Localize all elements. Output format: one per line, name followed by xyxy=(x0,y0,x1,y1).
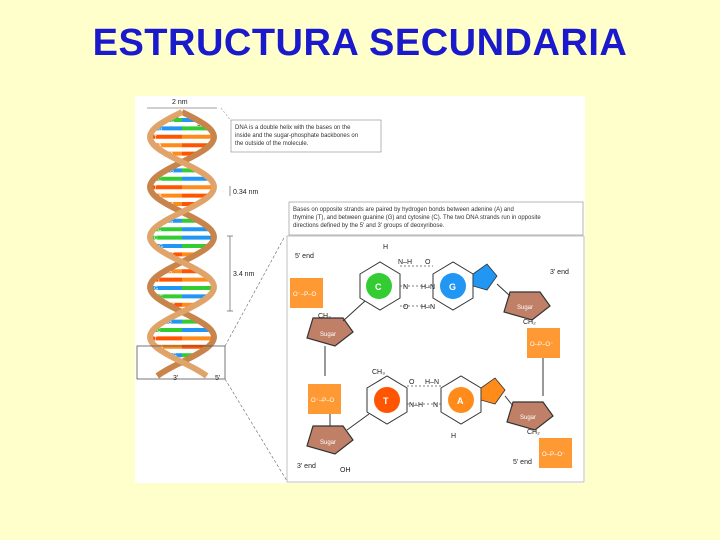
sugar-label-3: Sugar xyxy=(320,440,336,446)
helix-base-letter: C xyxy=(171,118,175,124)
helix-base-letter: G xyxy=(169,219,173,225)
zoom-box xyxy=(136,345,226,380)
end-5-top: 5' end xyxy=(295,253,314,260)
base-pair-t-a: O⁻–P–O Sugar OH 3' end T CH₃ A O H–N N–H… xyxy=(297,369,572,474)
helix-base-letter: C xyxy=(158,227,162,233)
helix-base-letter: A xyxy=(158,143,162,149)
svg-text:O: O xyxy=(409,379,415,386)
helix-base-letter: G xyxy=(170,168,174,174)
phosphate-group-3 xyxy=(308,384,341,414)
pair1-left-base: C xyxy=(375,282,382,292)
svg-text:H–N: H–N xyxy=(421,284,435,291)
phosphate-group-1 xyxy=(290,278,323,308)
measure-rise-label: 0.34 nm xyxy=(233,189,258,196)
helix-base-letter: A xyxy=(159,194,163,200)
sugar-label-1: Sugar xyxy=(320,332,336,338)
svg-text:O⁻–P–O: O⁻–P–O xyxy=(293,292,317,298)
caption-1-line-1: DNA is a double helix with the bases on … xyxy=(235,125,351,131)
svg-text:O–P–O⁻: O–P–O⁻ xyxy=(542,452,565,458)
helix-bottom-label-right: 5' xyxy=(215,375,220,382)
adenine-five-ring xyxy=(480,377,506,405)
caption-box-2 xyxy=(288,201,584,236)
helix-base-letter: G xyxy=(159,126,163,132)
base-pair-c-g: 5' end 3' end O⁻–P–O Sugar CH₂ C G H N–H… xyxy=(290,244,569,358)
svg-text:O⁻–P–O: O⁻–P–O xyxy=(311,398,335,404)
svg-text:N–H: N–H xyxy=(409,402,423,409)
helix-base-letter: A xyxy=(169,269,173,275)
caption-2-line-3: directions defined by the 5' and 3' grou… xyxy=(293,223,445,229)
pair1-right-base: G xyxy=(449,282,456,292)
svg-text:N: N xyxy=(403,284,408,291)
sugar-ring-3 xyxy=(306,425,354,455)
svg-text:O: O xyxy=(403,304,409,311)
helix-base-letter: C xyxy=(158,177,162,183)
slide-title: ESTRUCTURA SECUNDARIA xyxy=(92,22,628,64)
oh-label: OH xyxy=(340,467,351,474)
caption-2-line-2: thymine (T), and between guanine (G) and… xyxy=(293,215,541,221)
helix-base-letter: T xyxy=(154,135,157,141)
caption-1-line-2: inside and the sugar-phosphate backbones… xyxy=(235,133,358,139)
svg-text:O–P–O⁻: O–P–O⁻ xyxy=(530,342,553,348)
zoom-line-top xyxy=(224,235,286,347)
guanine-marker xyxy=(440,273,466,299)
pair2-left-base: T xyxy=(383,396,389,406)
backbone-strand-1 xyxy=(147,109,217,379)
phosphate-group-2 xyxy=(527,328,560,358)
svg-text:H–N: H–N xyxy=(421,304,435,311)
svg-text:N–H: N–H xyxy=(398,259,412,266)
measure-pitch-label: 3.4 nm xyxy=(233,271,255,278)
pair2-right-base: A xyxy=(457,396,464,406)
helix-base-letter: G xyxy=(154,286,158,292)
cytosine-marker xyxy=(366,273,392,299)
helix-base-letter: C xyxy=(154,236,158,242)
svg-text:H: H xyxy=(383,244,388,251)
caption-box-1 xyxy=(230,119,382,153)
helix-base-letter: G xyxy=(168,320,172,326)
helix-base-letter: T xyxy=(157,278,160,284)
sugar-ring-4 xyxy=(506,401,554,431)
sugar-label-4: Sugar xyxy=(520,415,536,421)
svg-text:CH₂: CH₂ xyxy=(523,319,536,326)
caption-1-line-3: the outside of the molecule. xyxy=(235,141,309,147)
caption-2-line-1: Bases on opposite strands are paired by … xyxy=(293,207,514,213)
thymine-marker xyxy=(374,387,400,413)
helix-base-letter: C xyxy=(157,328,161,334)
sugar-label-2: Sugar xyxy=(517,305,533,311)
measure-width-label: 2 nm xyxy=(172,99,188,106)
zoom-line-bottom xyxy=(224,378,288,482)
guanine-five-ring xyxy=(472,263,498,291)
svg-text:CH₃: CH₃ xyxy=(372,369,385,376)
helix-base-letter: T xyxy=(154,185,157,191)
svg-text:N: N xyxy=(433,402,438,409)
svg-text:O: O xyxy=(425,259,431,266)
sugar-ring-1 xyxy=(306,317,354,347)
helix-base-letter: T xyxy=(154,336,157,342)
backbone-strand-2 xyxy=(147,109,217,379)
end-3-bottom: 3' end xyxy=(297,463,316,470)
sugar-ring-2 xyxy=(503,291,551,321)
svg-text:H: H xyxy=(451,433,456,440)
svg-text:CH₂: CH₂ xyxy=(318,313,331,320)
helix-bottom-label-left: 3' xyxy=(173,375,178,382)
adenine-marker xyxy=(448,387,474,413)
svg-text:CH₂: CH₂ xyxy=(527,429,540,436)
phosphate-group-4 xyxy=(539,438,572,468)
end-5-bottom: 5' end xyxy=(513,459,532,466)
end-3-top: 3' end xyxy=(550,269,569,276)
svg-text:H–N: H–N xyxy=(425,379,439,386)
